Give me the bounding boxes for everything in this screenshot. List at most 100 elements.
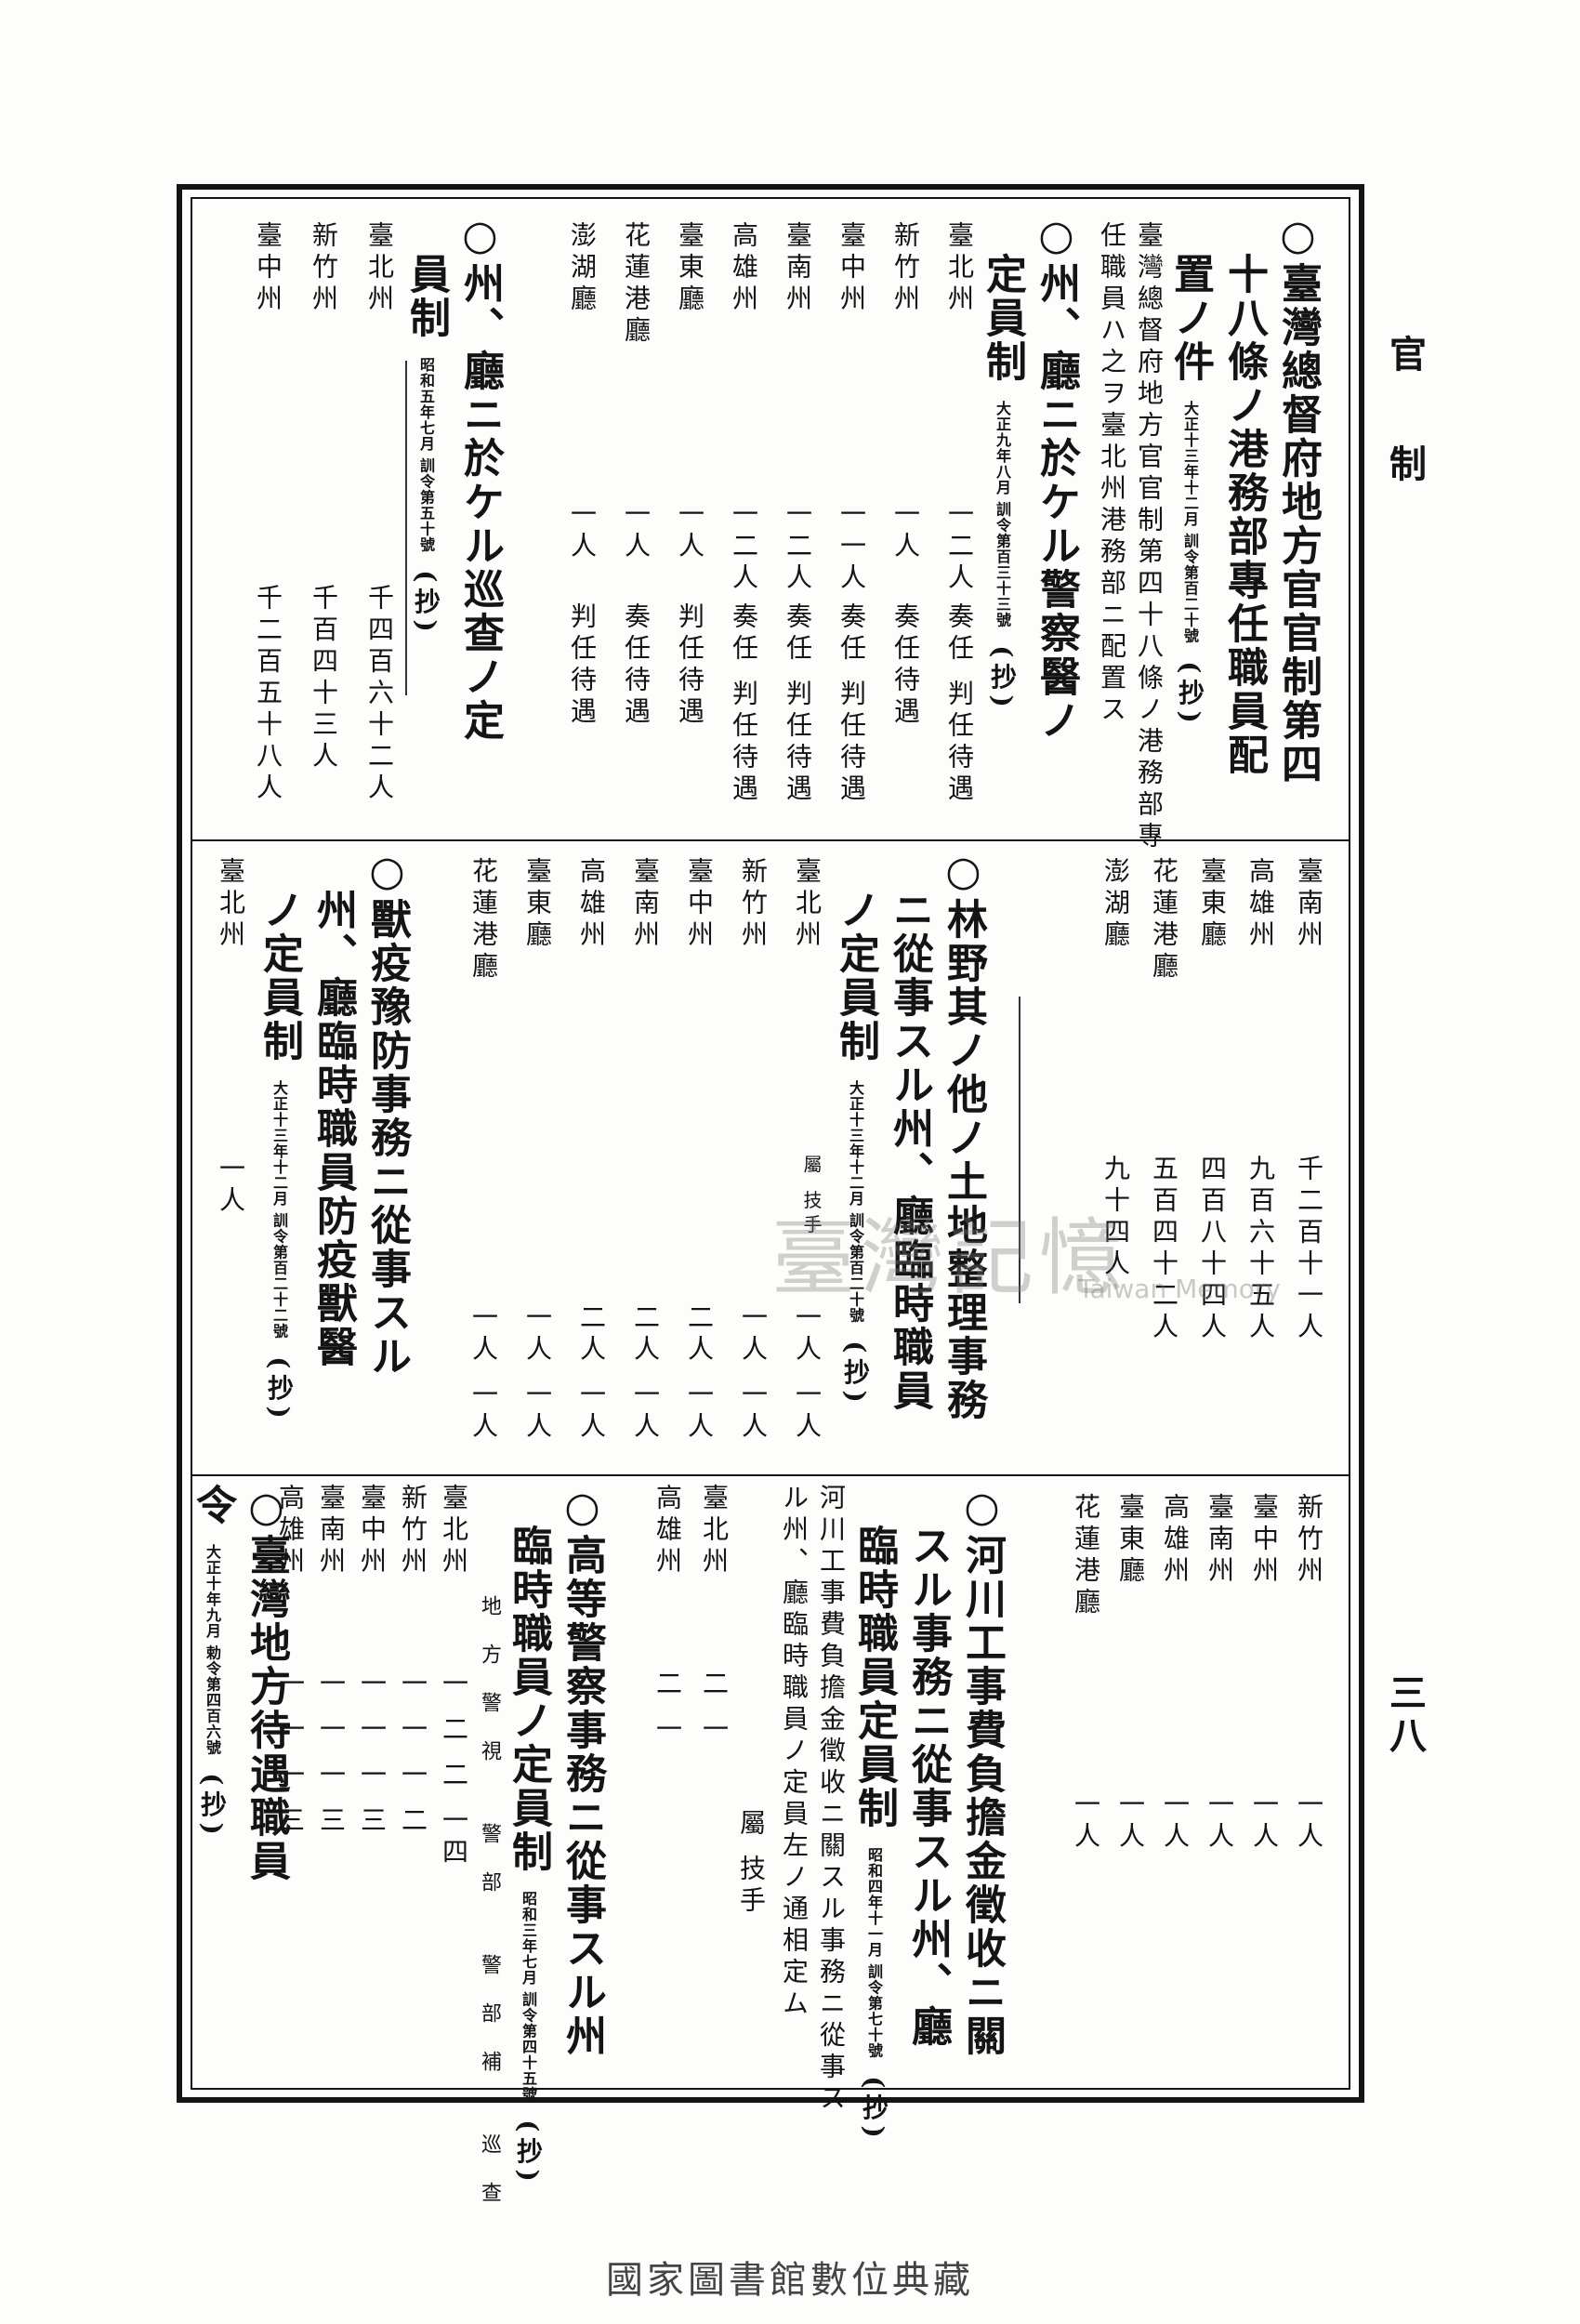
section-title: 十八條ノ港務部專任職員配	[1214, 253, 1273, 777]
table-row-name: 高雄州	[729, 221, 759, 316]
section-note: (抄)	[513, 2119, 544, 2187]
section-title: ○高等警察事務ニ從事スル州	[559, 1484, 606, 2058]
table-row-value: 一人	[1115, 1790, 1146, 1854]
section-title: 令 大正十年九月 勅令第四百六號 (抄)	[182, 1484, 242, 1841]
table-row-name: 臺中州	[684, 857, 715, 952]
sidebar-label: 官 制	[1383, 335, 1427, 511]
section-title: スル事務ニ從事スル州、廳	[904, 1525, 952, 2049]
table-row-value: 一人	[216, 1155, 246, 1218]
column-roles: 屬 技手	[736, 1809, 767, 1918]
title-line: 定員制	[979, 253, 1026, 384]
section-title: ノ定員制 大正十三年十二月 訓令第百二十號 (抄)	[825, 889, 885, 1408]
table-row-rank: 奏任 判任待遇	[783, 602, 813, 806]
table-row-name: 高雄州	[275, 1484, 306, 1578]
title-line: ○臺灣總督府地方官官制第四	[1274, 212, 1322, 786]
section-title: ○州、廳ニ於ケル警察醫ノ	[1033, 212, 1080, 743]
panel-divider-1	[192, 839, 1349, 841]
table-row-name: 臺中州	[253, 221, 283, 316]
table-row-value: 一二人	[944, 500, 975, 595]
panel-top: ○臺灣總督府地方官官制第四 十八條ノ港務部專任職員配 置ノ件 大正十三年十二月 …	[212, 212, 1327, 853]
panel-divider-2	[192, 1474, 1349, 1476]
table-row-rank: 判任待遇	[675, 602, 705, 729]
section-meta: 大正十三年十二月 訓令第百二十號	[1181, 401, 1199, 644]
table-row-value: 千二百五十八人	[253, 584, 283, 805]
section-note: (抄)	[264, 1356, 295, 1424]
column-roles: 地方警視 警部 警部補 巡查	[478, 1595, 501, 2230]
section-title: ○州、廳ニ於ケル巡查ノ定	[456, 212, 504, 743]
footer-credit: 國家圖書館數位典藏	[606, 2259, 974, 2302]
table-row-value: 一人 一人	[738, 1303, 769, 1444]
table-row-value: 九十四人	[1100, 1155, 1131, 1281]
table-row-name: 臺南州	[630, 857, 661, 952]
section-title: ノ定員制 大正十三年十二月 訓令第百二十二號 (抄)	[249, 889, 309, 1424]
table-row-value: 一人	[567, 500, 598, 563]
table-row-value: 一人	[1160, 1790, 1191, 1854]
title-line: 員制	[402, 253, 450, 340]
watermark-subtitle: Taiwan Memory	[1078, 1274, 1281, 1304]
table-row-value: 一二人	[729, 500, 759, 595]
table-row-value: 九百六十五人	[1245, 1155, 1276, 1344]
section-note: (抄)	[411, 570, 441, 638]
table-row-value: 一 一 一 三	[357, 1670, 388, 1838]
table-row-value: 一人 一人	[522, 1303, 553, 1444]
table-row-value: 千二百十一人	[1294, 1155, 1324, 1344]
table-row-rank: 奏任 判任待遇	[729, 602, 759, 806]
table-row-value: 二人 一人	[630, 1303, 661, 1444]
table-row-name: 臺東廳	[675, 221, 705, 316]
section-title: ○河川工事費負擔金徵收ニ關	[958, 1484, 1006, 2058]
table-row-name: 新竹州	[398, 1484, 428, 1578]
section-note: (抄)	[840, 1340, 871, 1408]
table-row-rank: 奏任待遇	[621, 602, 652, 729]
bracket-line	[405, 361, 407, 695]
title-line: ノ定員制	[832, 889, 879, 1063]
table-row-name: 臺中州	[357, 1484, 388, 1578]
watermark-logo: 臺灣記憶	[771, 1209, 1128, 1307]
table-row-name: 臺中州	[1249, 1493, 1280, 1588]
section-title: 定員制 大正九年八月 訓令第百三十三號 (抄)	[972, 253, 1032, 713]
table-row-name: 臺北州	[439, 1484, 469, 1578]
table-row-name: 臺北州	[699, 1484, 730, 1578]
section-meta: 昭和三年七月 訓令第四十五號	[520, 1891, 537, 2103]
section-note: (抄)	[987, 645, 1018, 713]
section-title: ニ從事スル州、廳臨時職員	[886, 889, 933, 1413]
section-meta: 大正十三年十二月 訓令第百二十二號	[270, 1080, 288, 1340]
table-row-name: 新竹州	[1294, 1493, 1324, 1588]
column-roles: 屬 技手	[800, 1155, 823, 1239]
table-row-value: 一人	[1294, 1790, 1324, 1854]
section-title: 員制 昭和五年七月 訓令第五十號 (抄)	[396, 253, 455, 638]
section-title: 置ノ件 大正十三年十二月 訓令第百二十號 (抄)	[1160, 253, 1219, 729]
page-border-inner	[191, 197, 1350, 2090]
title-line: 置ノ件	[1166, 253, 1214, 384]
table-row-value: 二人 一人	[684, 1303, 715, 1444]
table-row-name: 高雄州	[576, 857, 607, 952]
table-row-name: 臺東廳	[1115, 1493, 1146, 1588]
table-row-name: 臺北州	[364, 221, 395, 316]
page-number: 三八	[1383, 1673, 1427, 1759]
table-row-name: 臺南州	[316, 1484, 347, 1578]
table-row-name: 澎湖廳	[567, 221, 598, 316]
table-row-value: 一一人	[836, 500, 867, 595]
table-row-value: 一人	[1249, 1790, 1280, 1854]
table-row-name: 臺南州	[1205, 1493, 1235, 1588]
table-row-name: 高雄州	[652, 1484, 683, 1578]
table-row-rank: 奏任 判任待遇	[836, 602, 867, 806]
table-row-name: 澎湖廳	[1100, 857, 1131, 952]
body-text: ル州、廳臨時職員ノ定員左ノ通相定ム	[779, 1484, 810, 2021]
body-text: 臺灣總督府地方官官制第四十八條ノ港務部專	[1134, 221, 1165, 853]
body-text: 河川工事費負擔金徵收ニ關スル事務ニ從事ス	[816, 1484, 847, 2116]
table-row-name: 高雄州	[1160, 1493, 1191, 1588]
title-line: 臨時職員ノ定員制	[505, 1525, 552, 1874]
section-title: ○臺灣地方待遇職員	[243, 1484, 290, 1883]
table-row-value: 一 一 一 三	[316, 1670, 347, 1838]
table-row-name: 新竹州	[309, 221, 339, 316]
table-row-value: 二 一	[699, 1670, 730, 1747]
table-row-name: 臺北州	[792, 857, 823, 952]
table-row-name: 臺東廳	[522, 857, 553, 952]
table-row-name: 臺南州	[783, 221, 813, 316]
section-meta: 大正九年八月 訓令第百三十三號	[994, 401, 1011, 628]
section-meta: 昭和五年七月 訓令第五十號	[417, 357, 435, 553]
page-border-outer	[177, 184, 1364, 2103]
table-row-value: 一人	[1071, 1790, 1101, 1854]
table-row-value: 一人	[890, 500, 921, 563]
bracket-line	[1019, 997, 1020, 1303]
